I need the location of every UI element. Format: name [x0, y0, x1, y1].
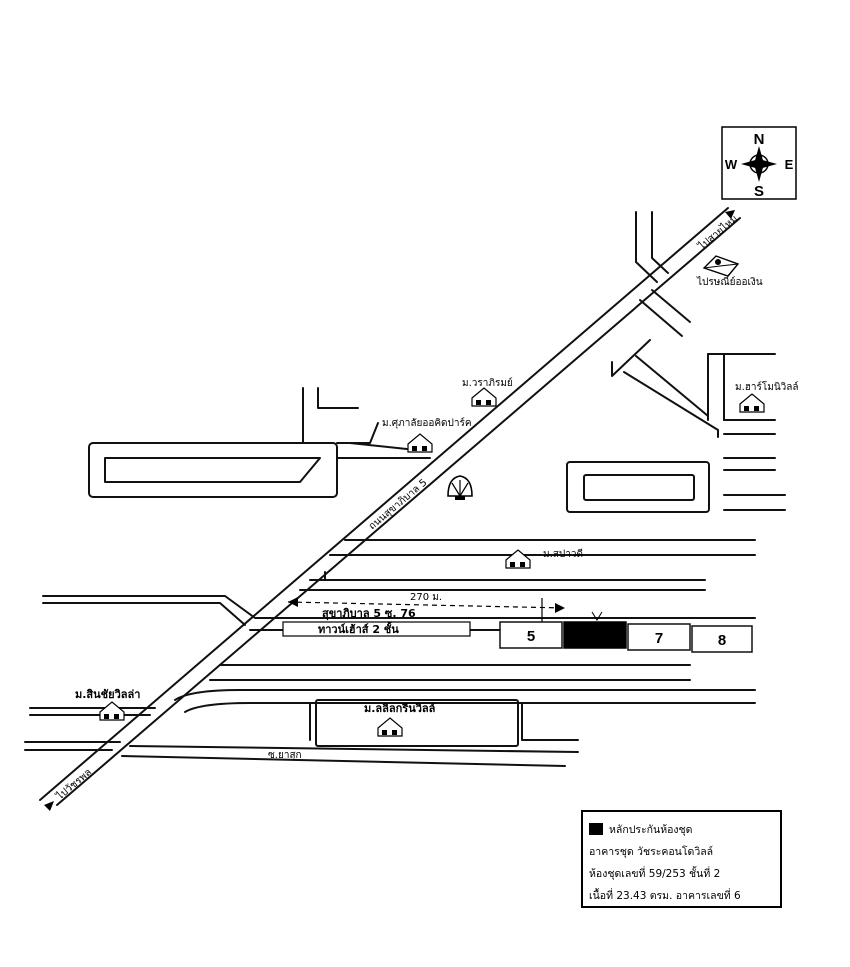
- compass-south: S: [754, 183, 764, 200]
- label-to-saimai: ไปสายไหม: [695, 213, 740, 253]
- north-west-roads: [88, 387, 431, 498]
- label-harmony: ม.ฮาร์โมนิวิลล์: [735, 380, 799, 393]
- collateral-swatch-icon: [589, 823, 603, 835]
- label-distance: 270 ม.: [410, 592, 442, 603]
- building-6-collateral: [563, 621, 627, 649]
- arrow-to-watcharaphon-icon: [44, 801, 54, 811]
- middle-roads: [299, 539, 756, 591]
- building-5-number: 5: [527, 628, 535, 645]
- label-varaphirom: ม.วราภิรมย์: [462, 377, 513, 389]
- label-ya-suk: ซ.ยาสุก: [268, 750, 302, 761]
- label-post-office: ไปรษณีย์ออเงิน: [696, 276, 763, 288]
- building-7: [627, 623, 691, 651]
- building-8-number: 8: [718, 632, 726, 649]
- label-soi-76: สุขาภิบาล 5 ซ. 76: [322, 607, 416, 621]
- townhouse-block: [282, 621, 471, 637]
- legend-area: เนื้อที่ 23.43 ตรม. อาคารเลขที่ 6: [589, 889, 741, 902]
- legend-building-name: อาคารชุด วัชระคอนโดวิลล์: [589, 845, 714, 858]
- house-icon: [505, 549, 531, 569]
- label-townhouse: ทาวน์เฮ้าส์ 2 ชั้น: [318, 621, 399, 636]
- south-roads: [24, 689, 756, 767]
- north-east-roads: [566, 211, 786, 513]
- building-8: [691, 625, 753, 653]
- building-6-number: 6: [591, 628, 599, 645]
- legend-collateral-label: หลักประกันห้องชุด: [609, 823, 693, 836]
- house-icon: [471, 387, 497, 407]
- compass-rose: N S E W: [721, 126, 797, 200]
- condo-buildings: 5 6 7 8: [499, 621, 753, 653]
- label-sukhapiban-5-road: ถนนสุขาภิบาล 5: [367, 477, 430, 532]
- main-road-sukhapiban-5: [39, 207, 741, 806]
- house-icon: [407, 433, 433, 453]
- post-office-icon: [702, 255, 740, 277]
- compass-west: W: [725, 157, 738, 172]
- compass-east: E: [785, 157, 794, 172]
- house-icon: [377, 717, 403, 737]
- legend-room-number: ห้องชุดเลขที่ 59/253 ชั้นที่ 2: [589, 867, 721, 880]
- building-7-number: 7: [655, 630, 663, 647]
- label-lalin: ม.ลลิลกรีนวิลล์: [364, 702, 436, 715]
- house-icon: [739, 393, 765, 413]
- label-sapawadee: ม.สปาวดี: [543, 548, 583, 560]
- legend-collateral-row: หลักประกันห้องชุด: [589, 818, 774, 840]
- house-icon: [99, 701, 125, 721]
- distance-arrow: [287, 597, 603, 625]
- label-sinchai: ม.สินชัยวิลล่า: [75, 688, 140, 701]
- label-supalai: ม.ศุภาลัยออคิดปาร์ค: [382, 417, 472, 429]
- shell-station-icon: [447, 475, 473, 500]
- building-5: [499, 621, 563, 649]
- compass-north: N: [754, 131, 765, 148]
- arrow-to-saimai-icon: [725, 210, 735, 219]
- map-legend: หลักประกันห้องชุด อาคารชุด วัชระคอนโดวิล…: [581, 810, 782, 908]
